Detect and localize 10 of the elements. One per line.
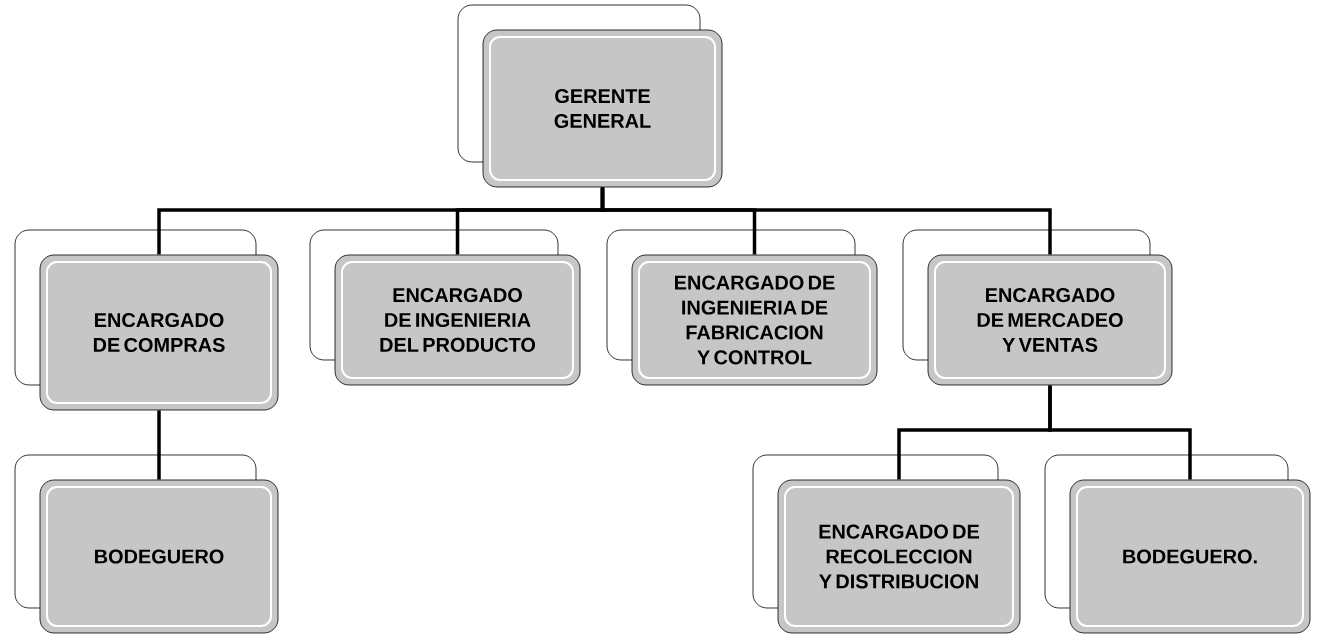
org-box: GERENTE GENERAL (457, 4, 723, 188)
org-box: ENCARGADO DE INGENIERIA DE FABRICACION Y CONTROL (606, 229, 878, 386)
org-box: BODEGUERO (14, 454, 279, 634)
org-box: ENCARGADO DE MERCADEO Y VENTAS (902, 229, 1173, 386)
connector-line (157, 410, 161, 480)
org-box: ENCARGADO DE RECOLECCION Y DISTRIBUCION (752, 454, 1021, 634)
org-box: ENCARGADO DE COMPRAS (14, 229, 279, 411)
org-box: BODEGUERO. (1044, 454, 1311, 634)
connector-line (1048, 385, 1192, 480)
org-box: ENCARGADO DE INGENIERIA DEL PRODUCTO (309, 229, 581, 386)
